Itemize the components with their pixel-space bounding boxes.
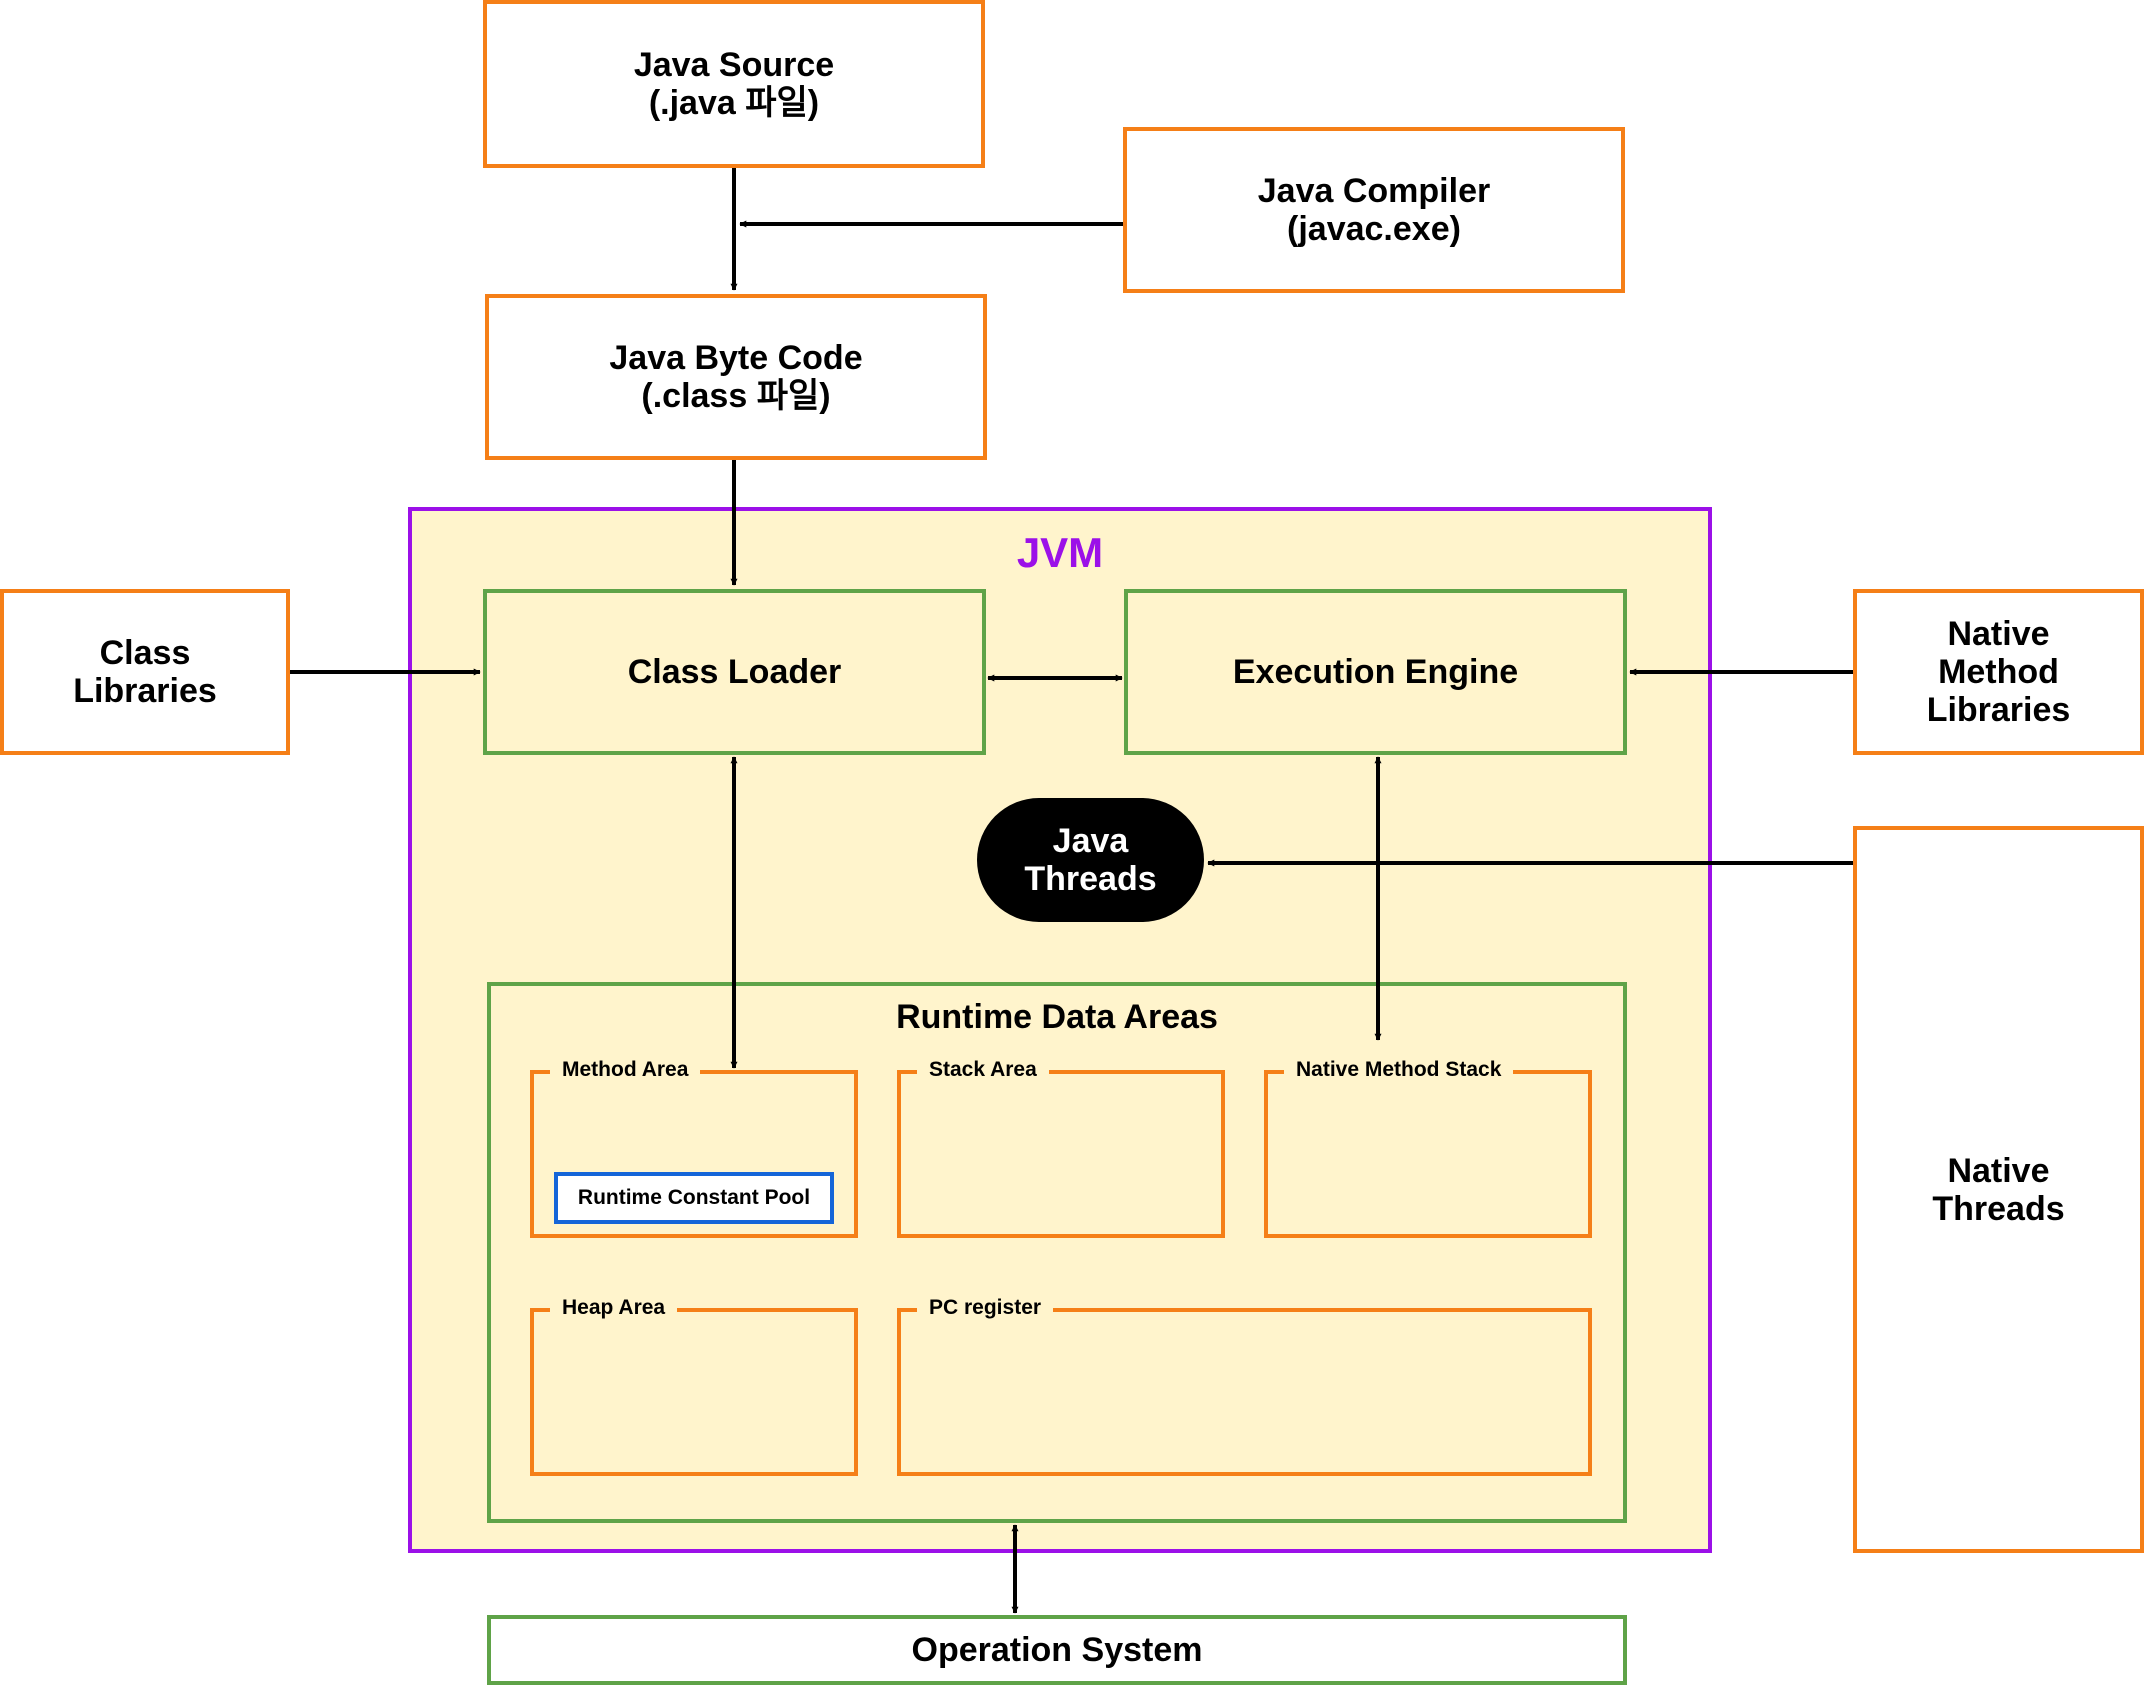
stack-area-box: Stack Area (897, 1052, 1225, 1238)
stack-area-label: Stack Area (917, 1052, 1049, 1088)
java-compiler-box: Java Compiler (javac.exe) (1123, 127, 1625, 293)
native-method-stack-box: Native Method Stack (1264, 1052, 1592, 1238)
java-byte-code-label: Java Byte Code (.class 파일) (609, 339, 863, 415)
method-area-box: Method Area Runtime Constant Pool (530, 1052, 858, 1238)
native-method-stack-label: Native Method Stack (1284, 1052, 1514, 1088)
pc-register-label: PC register (917, 1290, 1054, 1326)
java-byte-code-box: Java Byte Code (.class 파일) (485, 294, 987, 460)
java-compiler-label: Java Compiler (javac.exe) (1257, 172, 1491, 248)
runtime-constant-pool-box: Runtime Constant Pool (554, 1172, 834, 1224)
heap-area-box: Heap Area (530, 1290, 858, 1476)
execution-engine-box: Execution Engine (1124, 589, 1627, 755)
runtime-data-areas-box: Runtime Data Areas (487, 982, 1627, 1523)
native-method-libraries-box: Native Method Libraries (1853, 589, 2144, 755)
runtime-constant-pool-label: Runtime Constant Pool (577, 1186, 811, 1209)
class-loader-label: Class Loader (627, 653, 842, 691)
heap-area-label: Heap Area (550, 1290, 678, 1326)
java-threads-label: Java Threads (1024, 822, 1157, 898)
native-method-libraries-label: Native Method Libraries (1926, 615, 2071, 729)
native-threads-box: Native Threads (1853, 826, 2144, 1553)
java-source-box: Java Source (.java 파일) (483, 0, 985, 168)
native-threads-label: Native Threads (1932, 1151, 2065, 1228)
runtime-data-areas-title: Runtime Data Areas (896, 998, 1218, 1036)
java-threads-pill: Java Threads (977, 798, 1204, 922)
class-libraries-label: Class Libraries (73, 634, 217, 710)
pc-register-box: PC register (897, 1290, 1592, 1476)
execution-engine-label: Execution Engine (1232, 653, 1519, 691)
java-source-label: Java Source (.java 파일) (633, 46, 835, 122)
method-area-label: Method Area (550, 1052, 701, 1088)
jvm-title: JVM (1016, 529, 1104, 576)
operation-system-box: Operation System (487, 1615, 1627, 1685)
class-libraries-box: Class Libraries (0, 589, 290, 755)
class-loader-box: Class Loader (483, 589, 986, 755)
operation-system-label: Operation System (911, 1631, 1203, 1669)
